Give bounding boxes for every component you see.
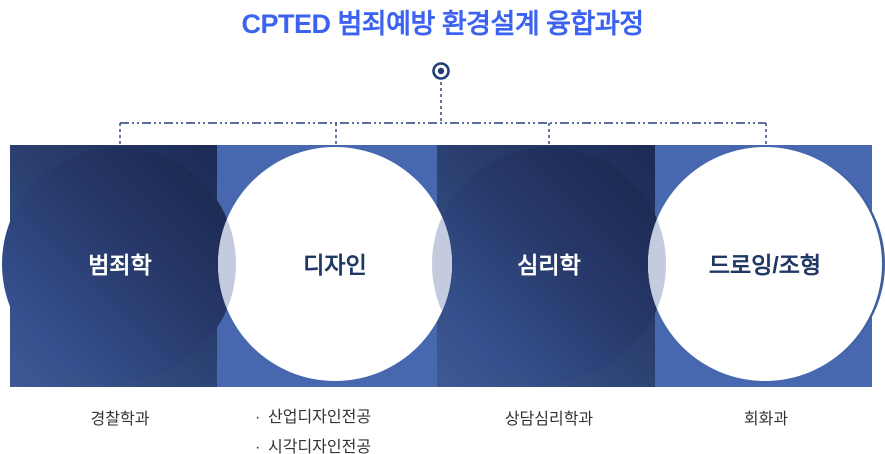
subject-label-psychology: 심리학	[517, 252, 581, 278]
department-list-design: · 산업디자인전공 · 시각디자인전공	[255, 403, 371, 454]
department-label-industrial-design: 산업디자인전공	[268, 409, 372, 426]
subject-label-criminology: 범죄학	[88, 252, 152, 278]
department-list-item: · 시각디자인전공	[255, 433, 371, 454]
target-icon	[432, 62, 450, 80]
department-label-counseling: 상담심리학과	[504, 411, 594, 428]
department-list-item: · 산업디자인전공	[255, 403, 371, 433]
connector-lines	[119, 62, 767, 146]
circle-psychology	[432, 147, 666, 381]
bullet-icon: ·	[255, 439, 261, 454]
bullet-icon: ·	[255, 409, 261, 426]
department-label-visual-design: 시각디자인전공	[268, 439, 372, 454]
department-label-police: 경찰학과	[90, 411, 150, 428]
circle-criminology	[2, 147, 236, 381]
connector-drops	[119, 123, 767, 146]
subject-label-drawing: 드로잉/조형	[708, 252, 822, 278]
subject-label-design: 디자인	[303, 252, 367, 278]
target-icon-dot	[437, 67, 445, 75]
department-label-painting: 회화과	[743, 411, 789, 428]
page-title: CPTED 범죄예방 환경설계 융합과정	[241, 9, 644, 39]
